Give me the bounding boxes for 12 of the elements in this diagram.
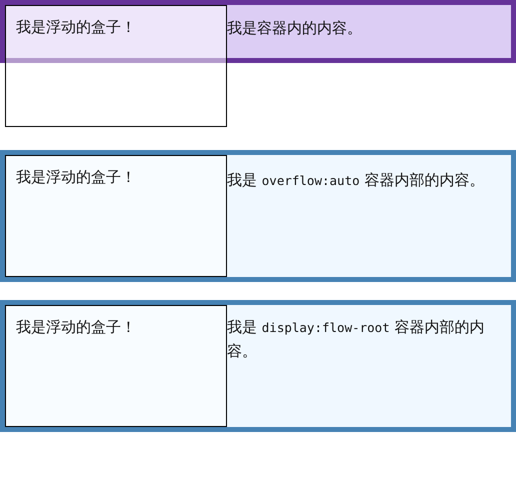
float-text: 我是浮动的盒子！	[16, 17, 136, 38]
container-box	[0, 300, 516, 432]
content-text: 我是 display:flow-root 容器内部的内容。	[227, 317, 486, 362]
content-text: 我是容器内的内容。	[227, 18, 362, 39]
container-box	[0, 0, 516, 63]
floating-box	[5, 305, 227, 427]
float-text: 我是浮动的盒子！	[16, 317, 136, 338]
content-text: 我是 overflow:auto 容器内部的内容。	[227, 170, 484, 191]
floating-box	[5, 5, 227, 127]
container-box	[0, 150, 516, 282]
float-text: 我是浮动的盒子！	[16, 167, 136, 188]
floating-box	[5, 155, 227, 277]
